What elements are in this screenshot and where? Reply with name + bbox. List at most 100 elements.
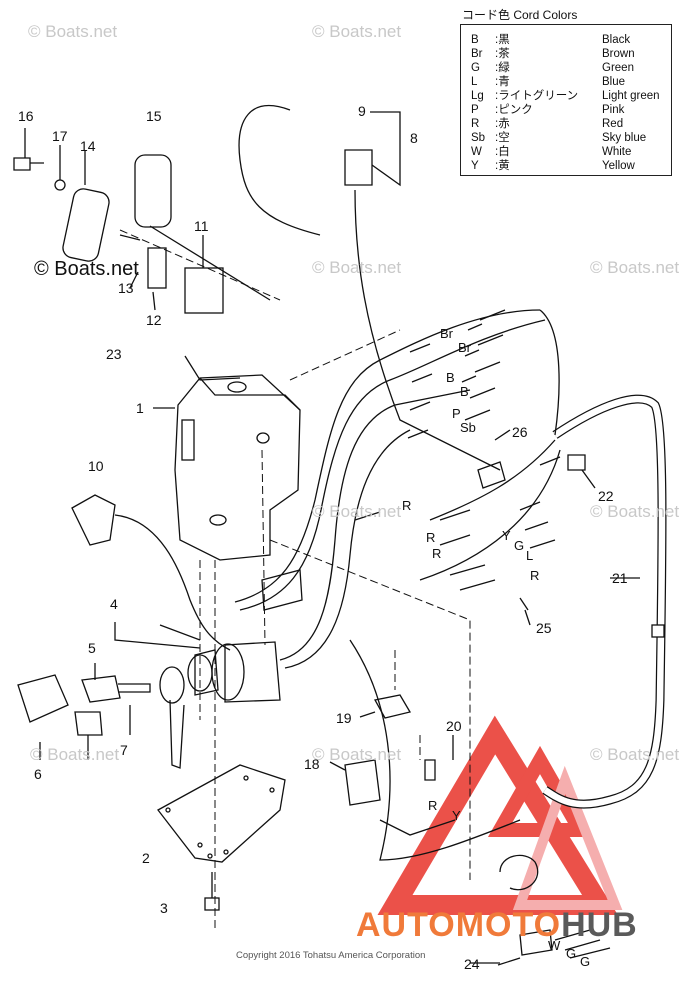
- legend-row: Y :黄 Yellow: [471, 159, 667, 173]
- legend-title: コード色 Cord Colors: [462, 8, 578, 22]
- legend-row: L :青 Blue: [471, 75, 667, 89]
- legend-jp: :黄: [495, 160, 510, 172]
- watermark-main: © Boats.net: [34, 258, 139, 280]
- wire-label: Y: [452, 808, 461, 823]
- legend-code: R: [471, 118, 480, 130]
- callout-14: 14: [80, 138, 96, 154]
- legend-jp: :赤: [495, 118, 510, 130]
- legend-jp: :空: [495, 132, 510, 144]
- legend-jp: :ライトグリーン: [495, 90, 579, 102]
- wire-label: R: [426, 530, 436, 545]
- callout-3: 3: [160, 900, 168, 916]
- legend-row: Sb :空 Sky blue: [471, 131, 667, 145]
- legend-jp: :緑: [495, 62, 510, 74]
- wire-label: Sb: [460, 420, 476, 435]
- callout-5: 5: [88, 640, 96, 656]
- legend-jp: :白: [495, 146, 510, 158]
- legend-jp: :黒: [495, 34, 510, 46]
- watermark: © Boats.net: [312, 258, 402, 277]
- wire-label: G: [566, 946, 577, 961]
- wire-label: B: [460, 384, 469, 399]
- callout-12: 12: [146, 312, 162, 328]
- legend-en: White: [602, 146, 632, 158]
- callout-26: 26: [512, 424, 528, 440]
- legend-row: Br :茶 Brown: [471, 47, 667, 61]
- brand-part1: AUTOMOTO: [356, 906, 562, 944]
- callout-6: 6: [34, 766, 42, 782]
- legend-row: B :黒 Black: [471, 33, 667, 47]
- watermark: © Boats.net: [312, 22, 402, 41]
- wire-label: B: [446, 370, 455, 385]
- callout-23: 23: [106, 346, 122, 362]
- watermark: © Boats.net: [30, 745, 120, 764]
- wire-label: W: [548, 938, 561, 953]
- legend-code: Y: [471, 160, 479, 172]
- legend-jp: :ピンク: [495, 104, 533, 116]
- legend-code: Sb: [471, 132, 486, 144]
- wire-label: R: [530, 568, 540, 583]
- wire-label: Br: [458, 340, 471, 355]
- legend-code: L: [471, 76, 478, 88]
- wire-label: R: [432, 546, 442, 561]
- callout-11: 11: [194, 218, 209, 234]
- legend-en: Blue: [602, 76, 626, 88]
- watermark: © Boats.net: [312, 745, 402, 764]
- legend-en: Black: [602, 34, 631, 46]
- callout-20: 20: [446, 718, 462, 734]
- legend-en: Pink: [602, 104, 625, 116]
- brand-part2: HUB: [561, 906, 638, 944]
- wire-label: P: [452, 406, 461, 421]
- callout-15: 15: [146, 108, 162, 124]
- legend-code: G: [471, 62, 480, 74]
- callout-8: 8: [410, 130, 418, 146]
- wire-label: Br: [440, 326, 453, 341]
- legend-en: Brown: [602, 48, 635, 60]
- legend-en: Sky blue: [602, 132, 647, 144]
- legend-code: Br: [471, 48, 483, 60]
- wire-label: R: [402, 498, 412, 513]
- callout-17: 17: [52, 128, 68, 144]
- wire-label: G: [580, 954, 591, 969]
- legend-row: W :白 White: [471, 145, 667, 159]
- callout-1: 1: [136, 400, 144, 416]
- callout-7: 7: [120, 742, 128, 758]
- callout-21: 21: [612, 570, 628, 586]
- part-2-plate: [157, 764, 286, 863]
- callout-4: 4: [110, 596, 118, 612]
- part-1-box: [174, 374, 301, 561]
- wire-label: Y: [502, 528, 511, 543]
- legend-row: R :赤 Red: [471, 117, 667, 131]
- wire-label: L: [526, 548, 534, 563]
- wire-label: G: [514, 538, 525, 553]
- callout-16: 16: [18, 108, 34, 124]
- legend-en: Yellow: [602, 160, 635, 172]
- callout-10: 10: [88, 458, 104, 474]
- callout-25: 25: [536, 620, 552, 636]
- watermark: © Boats.net: [590, 745, 680, 764]
- part-3-screw: [204, 897, 220, 911]
- watermark: © Boats.net: [590, 258, 680, 277]
- legend-code: P: [471, 104, 479, 116]
- wire-label: R: [428, 798, 438, 813]
- legend-row: G :緑 Green: [471, 61, 667, 75]
- callout-24: 24: [464, 956, 480, 972]
- copyright: Copyright 2016 Tohatsu America Corporati…: [236, 950, 426, 961]
- legend-en: Red: [602, 118, 624, 130]
- legend-code: W: [471, 146, 482, 158]
- legend-code: B: [471, 34, 479, 46]
- callout-19: 19: [336, 710, 352, 726]
- callout-2: 2: [142, 850, 150, 866]
- legend-jp: :青: [495, 76, 510, 88]
- callout-13: 13: [118, 280, 134, 296]
- callout-18: 18: [304, 756, 320, 772]
- legend-jp: :茶: [495, 48, 510, 60]
- legend-row: P :ピンク Pink: [471, 103, 667, 117]
- brand-logo-text: AUTOMOTOHUB: [356, 906, 638, 945]
- legend-en: Light green: [602, 90, 660, 102]
- harness-21: [542, 394, 667, 809]
- watermark: © Boats.net: [590, 502, 680, 521]
- legend-en: Green: [602, 62, 634, 74]
